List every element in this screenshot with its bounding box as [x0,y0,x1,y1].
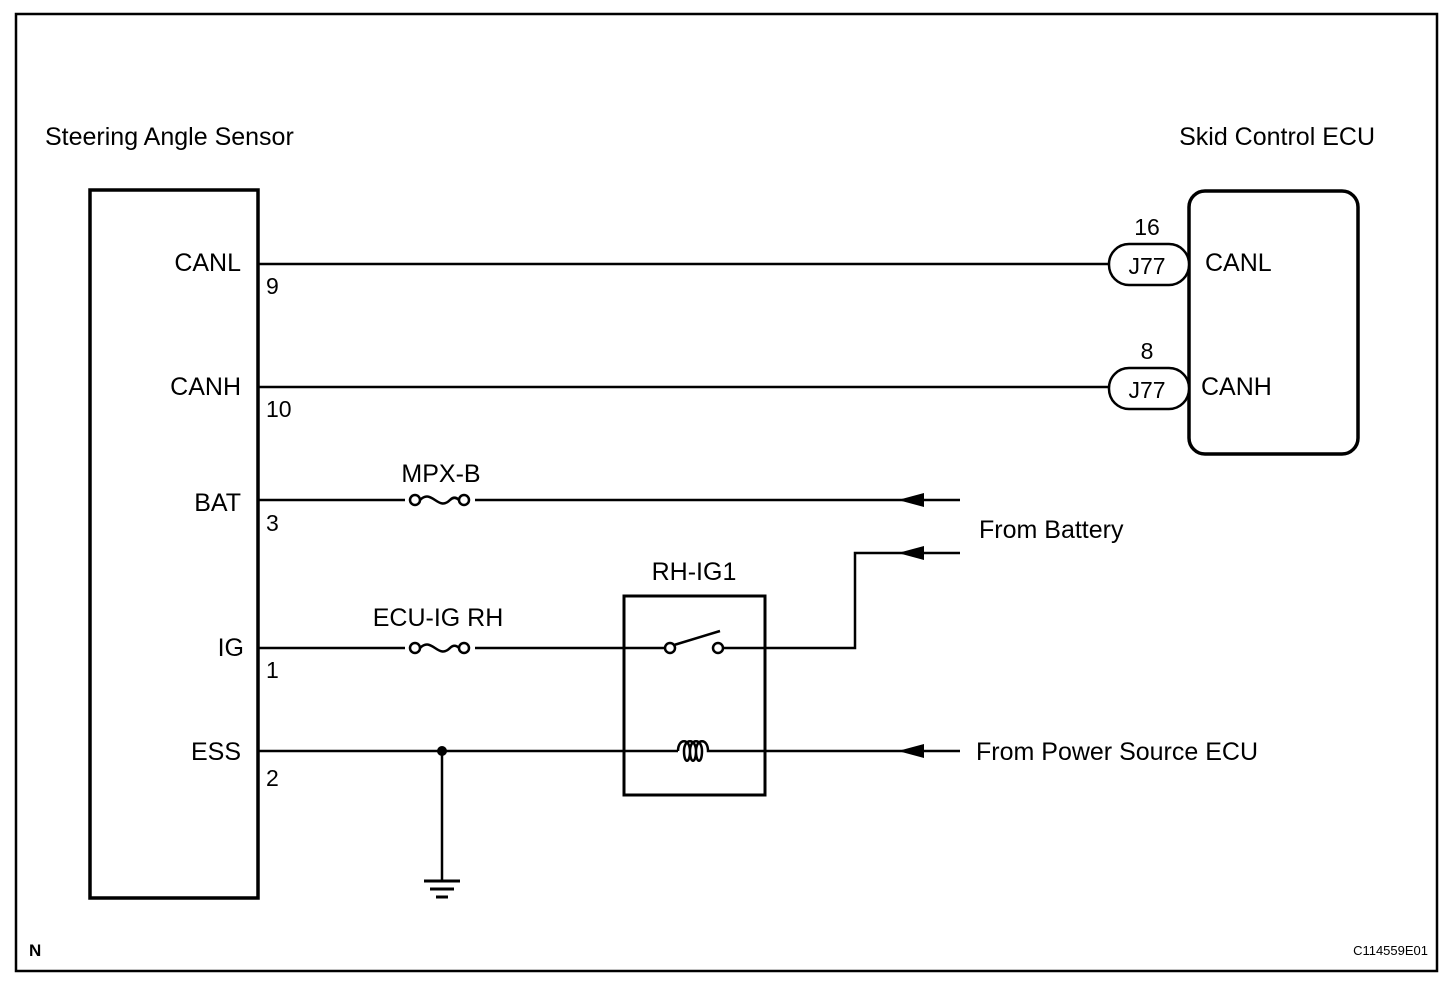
ecu-title: Skid Control ECU [1179,123,1375,151]
wire-relay-to-battery [723,551,960,650]
relay-label: RH-IG1 [652,558,737,586]
connector-canl [1107,242,1191,287]
relay-coil-icon [676,740,714,762]
sensor-box [88,188,260,900]
sensor-terminal-canl-pin: 9 [266,273,279,299]
sensor-terminal-canl-label: CANL [174,249,241,277]
relay-box [622,594,767,797]
diagram-frame [14,12,1439,973]
sensor-terminal-ess-label: ESS [191,738,241,766]
sensor-terminal-ess-pin: 2 [266,765,279,791]
source-power-ecu-label: From Power Source ECU [976,738,1258,766]
ecu-box [1187,189,1360,456]
footer-code: C114559E01 [1353,943,1428,958]
sensor-terminal-canh-label: CANH [170,373,241,401]
sensor-terminal-bat-label: BAT [194,489,241,517]
connector-canh-label: J77 [1128,377,1165,403]
ecu-terminal-canh-pin: 8 [1141,338,1154,364]
footer-marker: N [29,941,41,960]
relay-switch-icon [663,629,725,655]
arrow-power-source-icon [898,744,924,758]
sensor-terminal-canh-pin: 10 [266,396,292,422]
fuse-ecu-ig-rh-label: ECU-IG RH [373,604,504,632]
ecu-terminal-canl-pin: 16 [1134,214,1160,240]
arrow-battery-bat-icon [898,493,924,507]
sensor-title: Steering Angle Sensor [45,123,294,151]
sensor-terminal-ig-label: IG [218,634,244,662]
ground-icon [424,879,460,899]
source-battery-label: From Battery [979,516,1124,544]
fuse-mpx-b-icon [405,490,475,510]
fuse-mpx-b-label: MPX-B [401,460,480,488]
sensor-terminal-bat-pin: 3 [266,510,279,536]
connector-canl-label: J77 [1128,253,1165,279]
ecu-terminal-canh-label: CANH [1201,373,1272,401]
fuse-ecu-ig-rh-icon [405,638,475,658]
connector-canh [1107,366,1191,411]
sensor-terminal-ig-pin: 1 [266,657,279,683]
ecu-terminal-canl-label: CANL [1205,249,1272,277]
arrow-battery-relay-icon [898,546,924,560]
